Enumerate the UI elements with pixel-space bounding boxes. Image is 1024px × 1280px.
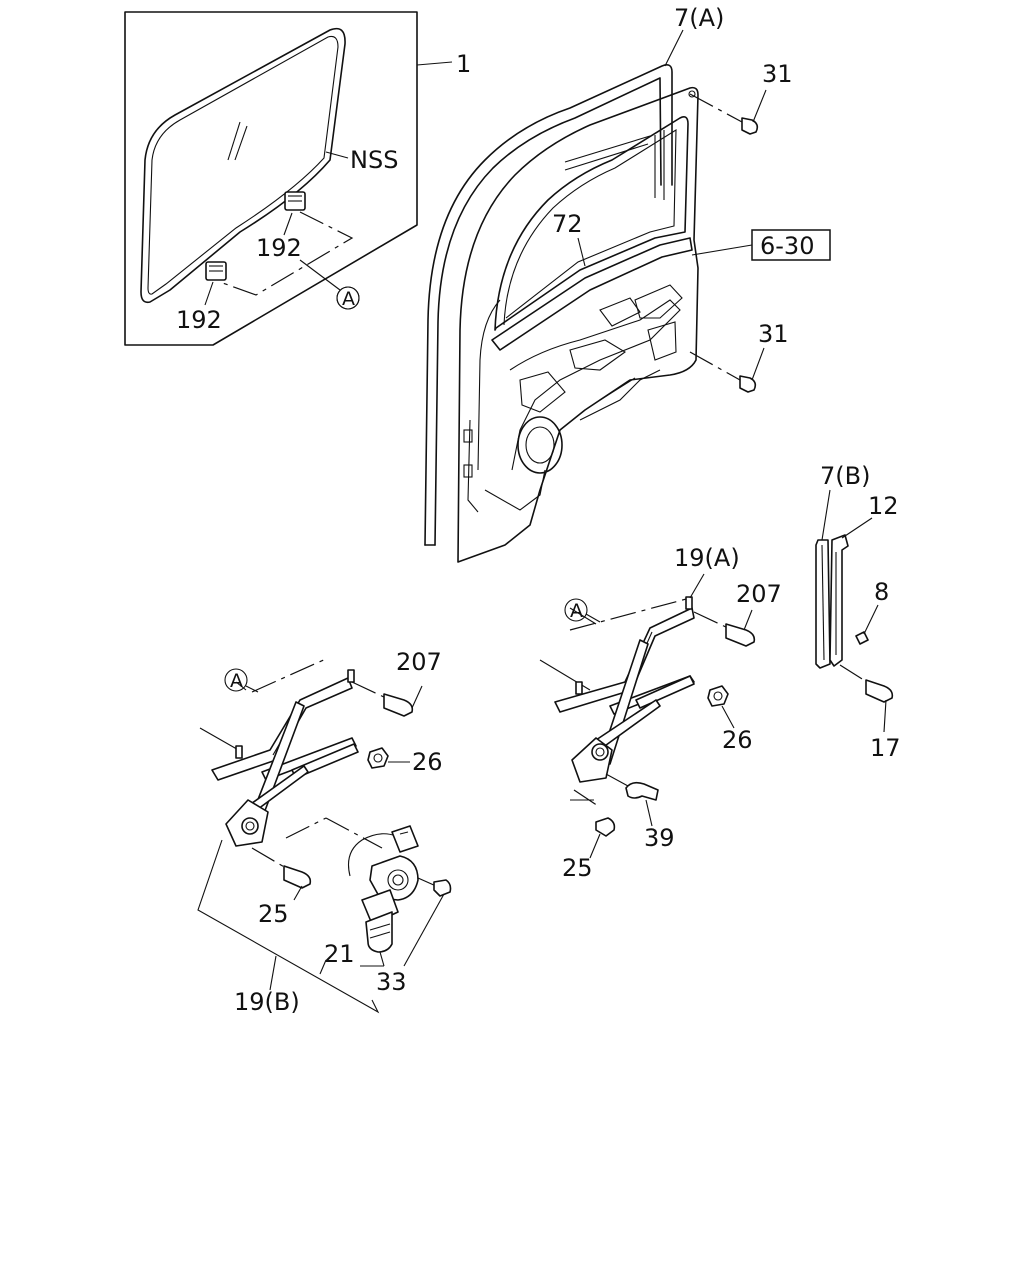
callout-17: 17 — [870, 734, 901, 762]
callout-31-mid: 31 — [758, 320, 789, 348]
leader-33 — [403, 893, 445, 967]
channel-bracket-12 — [829, 534, 849, 667]
ref-6-30: 6-30 — [760, 232, 814, 260]
callout-25-left: 25 — [258, 900, 289, 928]
leader-25-left — [293, 885, 303, 901]
glass-clip-upper — [284, 191, 306, 211]
run-channel-7b — [815, 539, 831, 669]
leader-39 — [645, 799, 653, 827]
callout-192-lower: 192 — [176, 306, 222, 334]
callout-nss: NSS — [350, 146, 398, 174]
callout-39: 39 — [644, 824, 675, 852]
callout-207-right: 207 — [736, 580, 782, 608]
screw-31-top — [689, 89, 767, 135]
ref-a-right-circle — [564, 598, 588, 622]
bracket-19b — [197, 839, 380, 1014]
clip-8 — [855, 631, 869, 645]
leader-26-right — [721, 705, 735, 729]
leader-207-left — [411, 685, 423, 709]
callout-8: 8 — [874, 578, 889, 606]
glass-clip-lower — [205, 261, 227, 281]
ref-a-left: A — [230, 670, 243, 692]
callout-33: 33 — [376, 968, 407, 996]
leader-8 — [863, 604, 879, 635]
leader-12 — [841, 517, 873, 539]
regulator-19b — [199, 657, 452, 953]
leader-6-30 — [691, 244, 753, 256]
ref-a-right: A — [570, 600, 583, 622]
leader-19b — [269, 955, 277, 991]
callout-192-upper: 192 — [256, 234, 302, 262]
callout-21: 21 — [324, 940, 355, 968]
door-inner-panel — [457, 86, 699, 563]
leader-7b — [821, 489, 831, 541]
ref-box-6-30 — [751, 229, 831, 261]
screw-31-mid — [689, 347, 765, 393]
leader-207-right — [743, 609, 753, 631]
leader-7a — [664, 29, 684, 67]
callout-31-top: 31 — [762, 60, 793, 88]
callout-1: 1 — [456, 50, 471, 78]
bolt-17 — [839, 664, 894, 733]
ref-a-glass: A — [342, 288, 355, 310]
ref-a-left-circle — [224, 668, 248, 692]
leader-21 — [319, 959, 327, 975]
callout-19b: 19(B) — [234, 988, 300, 1016]
callout-26-right: 26 — [722, 726, 753, 754]
leader-19a — [689, 573, 705, 599]
callout-72: 72 — [552, 210, 583, 238]
door-weatherstrip — [424, 64, 673, 546]
callout-19a: 19(A) — [674, 544, 740, 572]
callout-26-left: 26 — [412, 748, 443, 776]
callout-12: 12 — [868, 492, 899, 520]
callout-7b: 7(B) — [820, 462, 870, 490]
leader-25-right — [589, 833, 601, 859]
glass-inset-panel — [124, 11, 453, 346]
callout-7a: 7(A) — [674, 4, 724, 32]
leader-72 — [577, 237, 586, 267]
callout-207-left: 207 — [396, 648, 442, 676]
regulator-19a — [539, 596, 756, 837]
callout-25-right: 25 — [562, 854, 593, 882]
